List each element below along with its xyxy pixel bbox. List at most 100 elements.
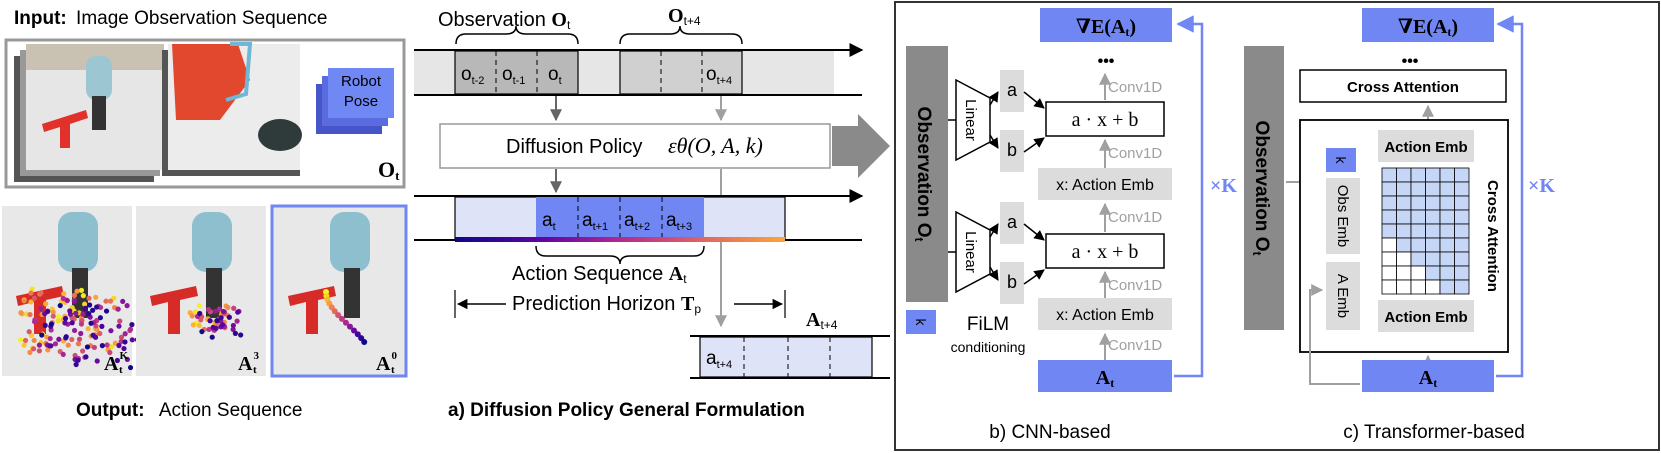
cnn-film-expr-1 — [1045, 101, 1165, 137]
scatter-point — [206, 326, 212, 333]
cnn-linear-1-label: Linear — [962, 99, 979, 141]
svg-text:Action Emb: Action Emb — [1384, 139, 1467, 156]
tr-obs-bar — [1244, 46, 1284, 330]
observation-image-1 — [26, 44, 164, 170]
tr-obs-emb — [1326, 178, 1360, 254]
obs-t4-sub: t+4 — [684, 14, 701, 28]
attention-cell — [1425, 265, 1441, 281]
cnn-At: A — [1096, 367, 1111, 389]
o-cell-3: ot — [548, 64, 562, 87]
scatter-point — [18, 310, 24, 316]
svg-text:Prediction Horizon Tp: Prediction Horizon Tp — [512, 293, 701, 316]
panel-0-sup: 0 — [391, 350, 397, 362]
scatter-point — [61, 291, 67, 297]
cnn-obs-bar — [906, 46, 948, 302]
attention-cell — [1439, 167, 1455, 183]
scatter-point — [75, 341, 82, 347]
attention-cell — [1454, 265, 1470, 281]
scatter-point — [103, 308, 110, 314]
trajectory-point — [350, 327, 357, 334]
cnn-obs-sub: t — [912, 237, 926, 241]
scatter-point — [97, 304, 104, 311]
input-panel: Input: Image Observation Sequence Robot — [2, 8, 408, 421]
panel-0-sub: t — [391, 364, 395, 376]
scatter-point — [36, 342, 43, 348]
scatter-point — [47, 335, 53, 342]
scatter-point — [78, 330, 84, 337]
attention-cell — [1410, 279, 1426, 295]
tr-grad-close: ) — [1451, 16, 1458, 38]
scatter-point — [55, 318, 61, 324]
svg-text:x: Action Emb: x: Action Emb — [1056, 177, 1154, 194]
scatter-point — [120, 298, 126, 305]
scatter-point — [121, 345, 127, 352]
future-A: A — [806, 309, 821, 331]
obs-t-brace — [455, 25, 579, 45]
input-text: Image Observation Sequence — [76, 8, 327, 29]
svg-text:Observation Ot: Observation Ot — [438, 9, 571, 32]
transformer-panel: ∇E(At) ••• Cross Attention Observation O… — [1244, 8, 1555, 443]
a-cell-3: at+2 — [624, 210, 650, 233]
cnn-grad: ∇E(A — [1076, 16, 1126, 38]
obs-symbol-sub: t — [395, 168, 400, 183]
cnn-b-1 — [1000, 130, 1024, 172]
scatter-point — [189, 313, 195, 319]
cnn-conv-2: Conv1D — [1108, 145, 1162, 162]
panel-3-A: A — [238, 353, 253, 375]
svg-text:Output: Action Sequence: Output: Action Sequence — [76, 400, 302, 421]
cnn-k: k — [913, 319, 929, 327]
scatter-point — [73, 361, 79, 368]
scatter-point — [124, 303, 130, 309]
horizon-label: Prediction Horizon — [512, 293, 681, 315]
attention-cell — [1425, 279, 1441, 295]
scatter-point — [197, 310, 203, 317]
attention-cell — [1454, 279, 1470, 295]
cnn-k-box — [906, 310, 936, 334]
scatter-point — [60, 351, 66, 358]
svg-text:Ot: Ot — [378, 157, 400, 183]
scatter-point — [56, 336, 62, 342]
cnn-conditioning: conditioning — [951, 339, 1026, 355]
attention-cell — [1425, 237, 1441, 253]
scatter-point — [78, 321, 85, 327]
future-cell: at+4 — [706, 348, 732, 371]
svg-text:Action Emb: Action Emb — [1384, 309, 1467, 326]
scatter-point — [60, 295, 66, 302]
scatter-point — [226, 314, 232, 320]
trajectory-point — [346, 323, 353, 330]
output-text: Action Sequence — [159, 400, 303, 421]
scatter-point — [72, 352, 78, 359]
robot-pose-line2: Pose — [344, 93, 378, 110]
svg-text:a: a — [1007, 212, 1018, 232]
scatter-point — [232, 330, 238, 336]
scatter-point — [93, 294, 99, 300]
scatter-point — [31, 295, 37, 301]
scatter-point — [76, 336, 83, 342]
scatter-point — [107, 349, 113, 356]
svg-text:a: a — [1007, 80, 1018, 100]
svg-text:Obs Emb: Obs Emb — [1334, 185, 1351, 248]
future-A-sub: t+4 — [820, 318, 837, 332]
attention-cell — [1381, 209, 1397, 225]
panel-0-A: A — [376, 353, 391, 375]
cnn-At-sub: t — [1110, 376, 1114, 390]
scatter-point — [207, 318, 213, 324]
scatter-point — [62, 315, 69, 322]
tr-grad: ∇E(A — [1398, 16, 1448, 38]
tr-obs-sub: t — [1250, 251, 1264, 255]
scatter-point — [36, 348, 42, 354]
attention-cell — [1454, 195, 1470, 211]
obs-t-sub: t — [567, 18, 571, 32]
trajectory-point — [335, 312, 342, 319]
caption-a: a) Diffusion Policy General Formulation — [448, 400, 805, 421]
scatter-point — [21, 342, 27, 348]
svg-text:Action Sequence At: Action Sequence At — [512, 263, 687, 286]
tr-k-box — [1326, 148, 1356, 172]
scatter-point — [90, 307, 96, 313]
policy-text: Diffusion Policy — [506, 136, 642, 158]
scatter-point — [74, 288, 80, 294]
a-cell-2: at+1 — [582, 210, 608, 233]
cnn-grad-sub: t — [1125, 25, 1129, 39]
cnn-panel: ∇E(At) ••• Observation Ot k Linear a b a… — [906, 8, 1237, 443]
